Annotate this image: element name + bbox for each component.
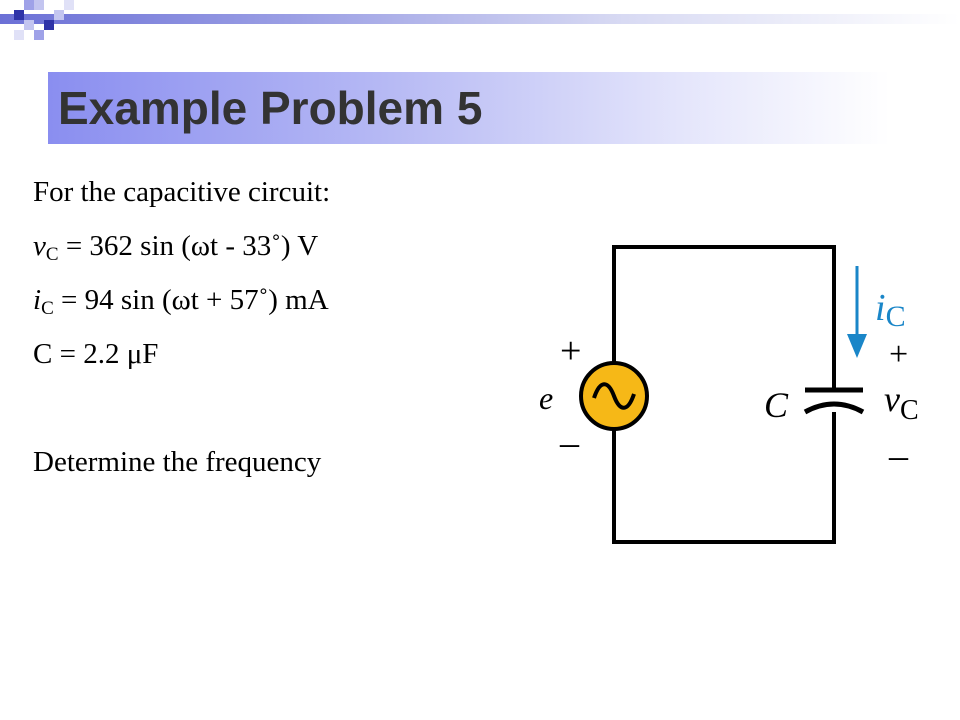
header-square-2 [24, 0, 34, 10]
header-square-1 [14, 10, 24, 20]
header-square-7 [54, 10, 64, 20]
sine-wave-icon [592, 382, 636, 410]
header-square-4 [24, 20, 34, 30]
ic-subscript: C [41, 298, 54, 319]
current-equation: iC = 94 sin (ωt + 57˚) mA [33, 273, 330, 327]
source-e-label: e [539, 380, 553, 416]
problem-text: For the capacitive circuit: vC = 362 sin… [33, 165, 330, 489]
header-square-9 [14, 30, 24, 40]
voltage-vc-label: vC [884, 379, 919, 426]
header-square-8 [64, 0, 74, 10]
header-gradient-bar [0, 14, 960, 24]
header-square-6 [44, 20, 54, 30]
vc-subscript: C [45, 244, 59, 265]
voltage-minus-label: – [888, 435, 909, 477]
task-line: Determine the frequency [33, 446, 322, 478]
intro-line: For the capacitive circuit: [33, 176, 331, 208]
source-plus-label: + [560, 330, 581, 372]
vc-symbol: v [33, 230, 46, 262]
capacitor-c-label: C [764, 385, 789, 425]
current-subscript: C [886, 300, 906, 333]
ic-expression: = 94 sin (ωt + 57˚) mA [53, 284, 329, 316]
slide-title: Example Problem 5 [58, 82, 483, 134]
voltage-subscript: C [900, 395, 919, 426]
vc-expression: = 362 sin (ωt - 33˚) V [58, 230, 319, 262]
voltage-equation: vC = 362 sin (ωt - 33˚) V [33, 219, 330, 273]
header-square-3 [34, 0, 44, 10]
voltage-plus-label: + [889, 336, 908, 373]
capacitor-gap [820, 390, 848, 412]
capacitor-plate-curved [803, 401, 865, 415]
voltage-symbol: v [884, 379, 900, 419]
source-minus-label: – [559, 422, 580, 464]
title-band [48, 72, 890, 144]
header-square-5 [34, 30, 44, 40]
capacitance-line: C = 2.2 μF [33, 338, 159, 370]
blank-line [33, 381, 330, 435]
ic-symbol: i [33, 284, 42, 316]
capacitive-circuit-diagram: + e – C iC + vC – [539, 245, 919, 544]
current-ic-label: iC [875, 287, 906, 333]
current-arrow-head [847, 334, 867, 358]
current-symbol: i [875, 287, 886, 329]
